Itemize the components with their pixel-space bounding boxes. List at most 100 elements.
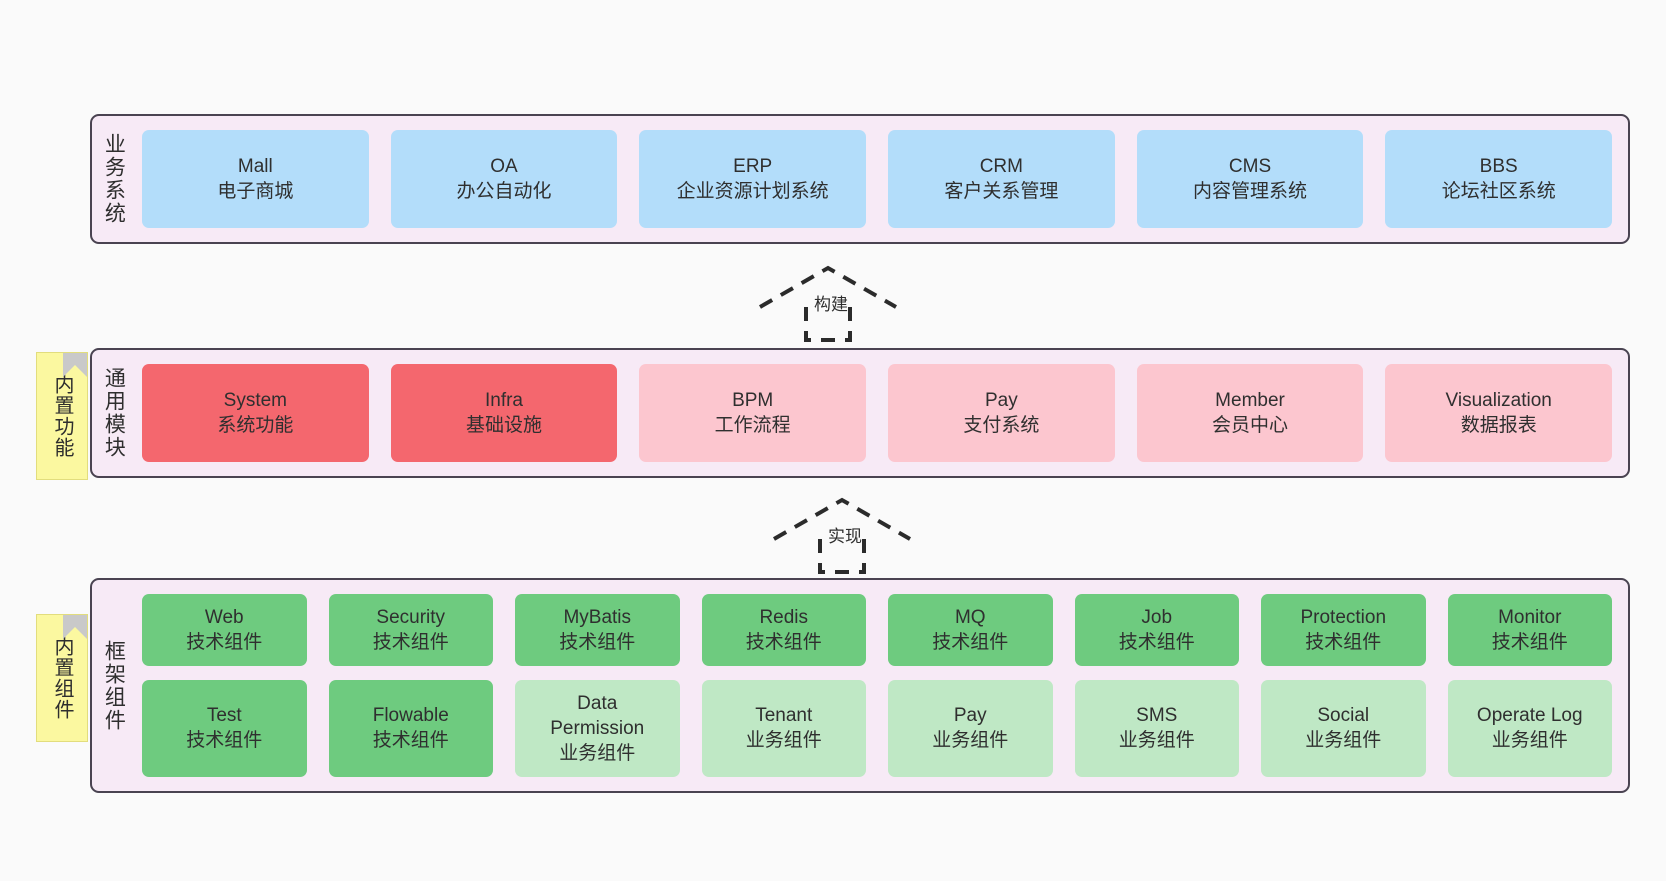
generalization-arrow-icon (759, 265, 897, 342)
card-subtitle: 业务组件 (932, 730, 1009, 752)
card-monitor[interactable]: Monitor 技术组件 (1447, 594, 1612, 666)
card-sms[interactable]: SMS 业务组件 (1074, 679, 1239, 778)
card-subtitle: 会员中心 (1212, 415, 1289, 436)
card-row: Web 技术组件 Security 技术组件 MyBatis 技术组件 Redi… (142, 594, 1612, 666)
card-subtitle: 内容管理系统 (1193, 181, 1308, 202)
card-subtitle: 技术组件 (932, 631, 1009, 653)
card-title: Mall (237, 155, 273, 177)
card-title: SMS (1136, 705, 1178, 727)
card-subtitle: 支付系统 (963, 415, 1040, 436)
card-title: OA (490, 155, 518, 177)
card-subtitle: 工作流程 (714, 415, 791, 436)
card-title: Redis (759, 606, 809, 628)
card-subtitle: 技术组件 (559, 631, 636, 653)
layer-body-framework-component: Web 技术组件 Security 技术组件 MyBatis 技术组件 Redi… (134, 580, 1628, 791)
card-subtitle: 企业资源计划系统 (676, 181, 829, 202)
card-subtitle: 技术组件 (372, 631, 449, 653)
layer-framework-component[interactable]: 框架组件 Web 技术组件 Security 技术组件 MyBatis 技术组件… (90, 578, 1630, 793)
card-bbs[interactable]: BBS 论坛社区系统 (1385, 130, 1613, 228)
card-title: Pay (984, 389, 1018, 411)
connector-implement: 实现 (772, 494, 922, 574)
layer-business-system[interactable]: 业务系统 Mall 电子商城 OA 办公自动化 ERP 企业资源计划系统 CRM… (90, 114, 1630, 244)
card-title: Flowable (372, 705, 449, 727)
card-subtitle: 客户关系管理 (944, 181, 1059, 202)
card-redis[interactable]: Redis 技术组件 (701, 594, 866, 666)
layer-common-module[interactable]: 通用模块 System 系统功能 Infra 基础设施 BPM 工作流程 Pay… (90, 348, 1630, 478)
card-title: Operate Log (1476, 705, 1583, 727)
card-title: Member (1215, 389, 1285, 411)
card-protection[interactable]: Protection 技术组件 (1261, 594, 1426, 666)
card-subtitle: 办公自动化 (456, 181, 552, 202)
connector-label-implement: 实现 (828, 527, 862, 546)
card-bpm[interactable]: BPM 工作流程 (639, 364, 867, 462)
note-label: 内置组件 (51, 636, 73, 720)
card-title: BPM (732, 389, 774, 411)
generalization-arrow-icon (773, 497, 911, 574)
card-mq[interactable]: MQ 技术组件 (888, 594, 1053, 666)
card-subtitle: 论坛社区系统 (1441, 181, 1556, 202)
card-web[interactable]: Web 技术组件 (142, 594, 307, 666)
card-visualization[interactable]: Visualization 数据报表 (1385, 364, 1613, 462)
card-pay-business[interactable]: Pay 业务组件 (888, 679, 1053, 778)
card-subtitle: 技术组件 (745, 631, 822, 653)
card-title: Test (206, 705, 242, 727)
card-crm[interactable]: CRM 客户关系管理 (888, 130, 1115, 228)
card-title: Monitor (1498, 606, 1562, 628)
card-mall[interactable]: Mall 电子商城 (142, 130, 369, 228)
card-row: Mall 电子商城 OA 办公自动化 ERP 企业资源计划系统 CRM 客户关系… (142, 130, 1613, 228)
card-subtitle: 技术组件 (372, 730, 449, 752)
card-title: Security (376, 606, 446, 628)
card-subtitle: 业务组件 (745, 730, 822, 752)
card-title: Web (204, 606, 244, 628)
card-subtitle: 业务组件 (1118, 730, 1195, 752)
card-subtitle: 技术组件 (1118, 631, 1195, 653)
card-data-permission[interactable]: Data Permission 业务组件 (515, 679, 680, 778)
card-row: System 系统功能 Infra 基础设施 BPM 工作流程 Pay 支付系统… (142, 364, 1613, 462)
layer-body-common-module: System 系统功能 Infra 基础设施 BPM 工作流程 Pay 支付系统… (134, 350, 1628, 476)
card-subtitle: 技术组件 (186, 730, 263, 752)
note-builtin-function[interactable]: 内置功能 (36, 352, 88, 480)
card-infra[interactable]: Infra 基础设施 (390, 364, 618, 462)
card-subtitle: 电子商城 (217, 181, 294, 202)
card-title: Visualization (1445, 389, 1552, 411)
card-subtitle: 技术组件 (1305, 631, 1382, 653)
card-title: Infra (484, 389, 524, 411)
card-system[interactable]: System 系统功能 (142, 364, 369, 462)
card-member[interactable]: Member 会员中心 (1136, 364, 1364, 462)
note-builtin-component[interactable]: 内置组件 (36, 614, 88, 742)
card-title: System (223, 389, 288, 411)
card-security[interactable]: Security 技术组件 (328, 594, 493, 666)
card-cms[interactable]: CMS 内容管理系统 (1136, 130, 1364, 228)
card-title: CMS (1228, 155, 1272, 177)
card-row: Test 技术组件 Flowable 技术组件 Data Permission … (142, 679, 1612, 778)
card-pay[interactable]: Pay 支付系统 (888, 364, 1115, 462)
note-label: 内置功能 (51, 374, 73, 458)
card-title: Tenant (755, 705, 813, 727)
card-operate-log[interactable]: Operate Log 业务组件 (1447, 679, 1612, 778)
card-subtitle: 业务组件 (1305, 730, 1382, 752)
card-title: MQ (954, 606, 986, 628)
card-job[interactable]: Job 技术组件 (1074, 594, 1239, 666)
card-title: ERP (733, 155, 773, 177)
connector-build: 构建 (758, 262, 908, 342)
layer-body-business-system: Mall 电子商城 OA 办公自动化 ERP 企业资源计划系统 CRM 客户关系… (134, 116, 1628, 242)
card-title: Job (1141, 606, 1173, 628)
card-flowable[interactable]: Flowable 技术组件 (328, 679, 493, 778)
layer-title-framework-component: 框架组件 (102, 639, 126, 732)
note-fold-icon (63, 353, 87, 377)
card-oa[interactable]: OA 办公自动化 (390, 130, 618, 228)
card-test[interactable]: Test 技术组件 (142, 679, 307, 778)
card-social[interactable]: Social 业务组件 (1261, 679, 1426, 778)
card-title: Pay (953, 705, 987, 727)
card-title: Protection (1300, 606, 1387, 628)
card-subtitle: 数据报表 (1460, 415, 1537, 436)
card-subtitle: 系统功能 (217, 415, 294, 436)
connector-label-build: 构建 (814, 295, 848, 314)
card-tenant[interactable]: Tenant 业务组件 (701, 679, 866, 778)
card-erp[interactable]: ERP 企业资源计划系统 (639, 130, 867, 228)
card-title: MyBatis (563, 606, 632, 628)
card-subtitle: 业务组件 (1491, 730, 1568, 752)
note-fold-icon (63, 615, 87, 639)
card-mybatis[interactable]: MyBatis 技术组件 (515, 594, 680, 666)
